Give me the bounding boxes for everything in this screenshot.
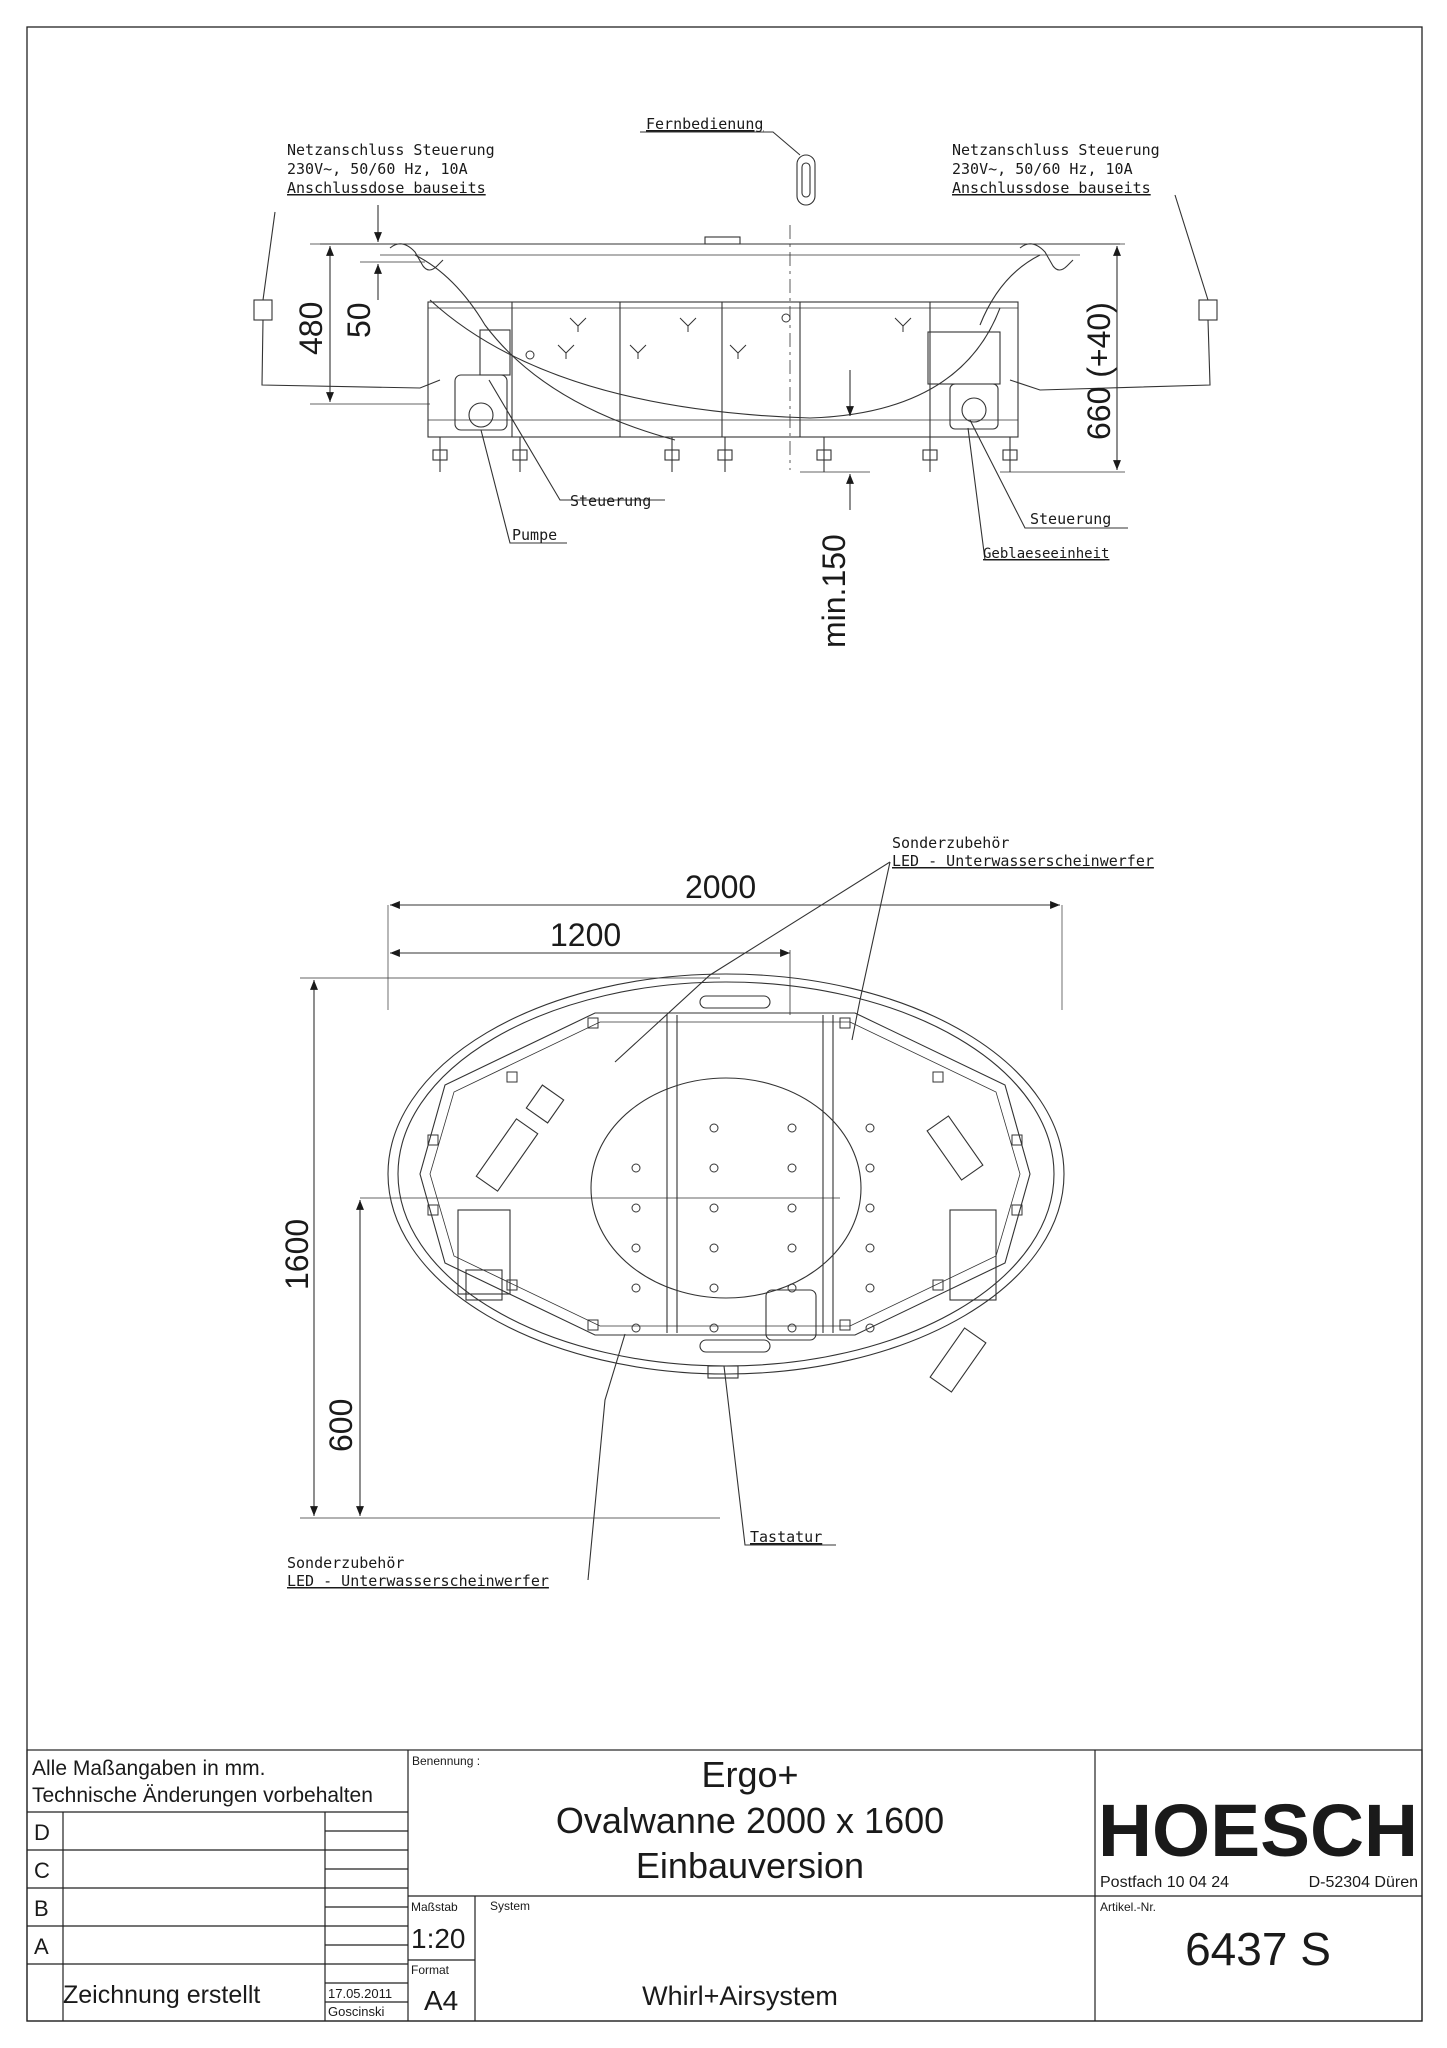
artikel-label: Artikel.-Nr.	[1100, 1900, 1156, 1914]
title-block	[26, 1749, 1423, 2022]
format-label: Format	[411, 1963, 450, 1977]
geblaese-label: Geblaeseeinheit	[983, 546, 1109, 562]
netz-left-line1: Netzanschluss Steuerung	[287, 141, 495, 159]
led-top-line1: Sonderzubehör	[892, 834, 1009, 852]
dim-2000: 2000	[685, 869, 756, 905]
massstab-value: 1:20	[411, 1923, 466, 1954]
revision-d: D	[34, 1820, 50, 1845]
revision-b: B	[34, 1896, 49, 1921]
netz-left-line3: Anschlussdose bauseits	[287, 179, 486, 197]
format-value: A4	[424, 1985, 458, 2016]
hoesch-logo: HOESCH	[1098, 1789, 1418, 1872]
system-value: Whirl+Airsystem	[642, 1981, 838, 2011]
title-ergo: Ergo+	[701, 1754, 798, 1795]
dim-1600: 1600	[279, 1219, 315, 1290]
postfach: Postfach 10 04 24	[1100, 1874, 1229, 1891]
note-aenderungen: Technische Änderungen vorbehalten	[32, 1784, 373, 1807]
dim-50: 50	[341, 302, 377, 338]
title-einbauversion: Einbauversion	[636, 1845, 864, 1886]
side-view	[253, 131, 1218, 561]
top-view	[300, 861, 1065, 1581]
system-label: System	[490, 1899, 530, 1913]
ort: D-52304 Düren	[1309, 1874, 1418, 1891]
title-ovalwanne: Ovalwanne 2000 x 1600	[556, 1800, 944, 1841]
led-bottom-line2: LED - Unterwasserscheinwerfer	[287, 1572, 549, 1590]
revision-a: A	[34, 1934, 49, 1959]
led-bottom-line1: Sonderzubehör	[287, 1554, 404, 1572]
netz-right-line3: Anschlussdose bauseits	[952, 179, 1151, 197]
netz-right-line1: Netzanschluss Steuerung	[952, 141, 1160, 159]
dim-660: 660 (+40)	[1081, 302, 1117, 440]
benennung-label: Benennung :	[412, 1754, 480, 1768]
title-block-text: Alle Maßangaben in mm. Technische Änderu…	[32, 1754, 1418, 2019]
revision-c: C	[34, 1858, 50, 1883]
zeichnung-erstellt: Zeichnung erstellt	[63, 1981, 260, 2009]
fernbedienung-label: Fernbedienung	[646, 115, 763, 133]
steuerung-right-label: Steuerung	[1030, 510, 1111, 528]
tastatur-label: Tastatur	[750, 1528, 822, 1546]
dim-600: 600	[323, 1399, 359, 1452]
drawing-date: 17.05.2011	[328, 1986, 392, 2001]
led-top-line2: LED - Unterwasserscheinwerfer	[892, 852, 1154, 870]
pumpe-label: Pumpe	[512, 526, 557, 544]
drawing-author: Goscinski	[328, 2004, 384, 2019]
massstab-label: Maßstab	[411, 1900, 458, 1914]
netz-right-line2: 230V~, 50/60 Hz, 10A	[952, 160, 1133, 178]
sheet-border	[26, 26, 1423, 2022]
artikel-number: 6437 S	[1185, 1923, 1331, 1975]
note-masse: Alle Maßangaben in mm.	[32, 1757, 265, 1780]
dim-min150: min.150	[816, 534, 852, 648]
dim-480: 480	[293, 302, 329, 355]
dim-1200: 1200	[550, 917, 621, 953]
netz-left-line2: 230V~, 50/60 Hz, 10A	[287, 160, 468, 178]
steuerung-center-label: Steuerung	[570, 492, 651, 510]
